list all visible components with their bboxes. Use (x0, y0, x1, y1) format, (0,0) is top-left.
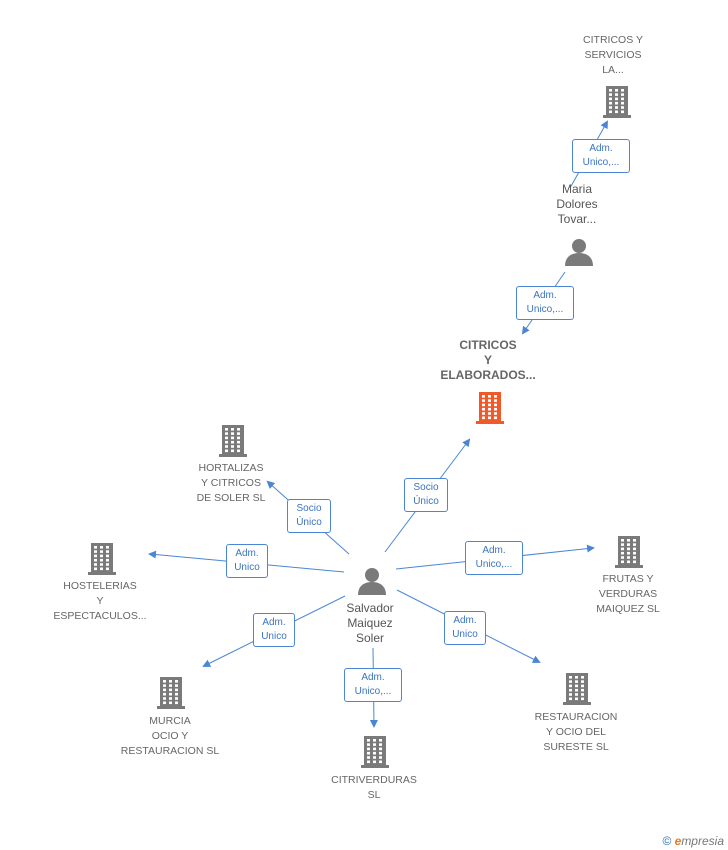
building-icon[interactable] (217, 423, 249, 462)
footer-brand: © empresia (662, 834, 724, 848)
person-icon[interactable] (564, 237, 594, 272)
company-label-frutas[interactable]: FRUTAS Y VERDURAS MAIQUEZ SL (596, 573, 660, 615)
edge-label-salvador-citriverduras[interactable]: Adm. Unico,... (344, 668, 402, 702)
edge-label-salvador-restauracion[interactable]: Adm. Unico (444, 611, 486, 645)
building-highlight-icon[interactable] (474, 390, 506, 429)
building-icon[interactable] (601, 84, 633, 123)
edge-label-salvador-murcia[interactable]: Adm. Unico (253, 613, 295, 647)
company-label-murcia[interactable]: MURCIA OCIO Y RESTAURACION SL (120, 715, 220, 757)
person-icon[interactable] (357, 566, 387, 601)
building-icon[interactable] (613, 534, 645, 573)
company-label-hostelerias[interactable]: HOSTELERIAS Y ESPECTACULOS... (53, 580, 147, 622)
building-icon[interactable] (561, 671, 593, 710)
copyright-icon: © (662, 834, 672, 848)
edge-label-salvador-hostelerias[interactable]: Adm. Unico (226, 544, 268, 578)
edge-label-salvador-frutas[interactable]: Adm. Unico,... (465, 541, 523, 575)
person-label-salvador[interactable]: Salvador Maiquez Soler (346, 601, 394, 645)
edge-label-maria-elaborados[interactable]: Adm. Unico,... (516, 286, 574, 320)
company-label-citriverduras[interactable]: CITRIVERDURAS SL (331, 774, 417, 801)
edge-label-salvador-hortalizas[interactable]: Socio Único (287, 499, 331, 533)
company-label-restauracion[interactable]: RESTAURACION Y OCIO DEL SURESTE SL (534, 711, 618, 753)
company-label-hortalizas[interactable]: HORTALIZAS Y CITRICOS DE SOLER SL (196, 462, 266, 504)
company-label-citricos-elaborados[interactable]: CITRICOS Y ELABORADOS... (440, 338, 536, 382)
edge-label-maria-servicios[interactable]: Adm. Unico,... (572, 139, 630, 173)
brand-logo-text: mpresia (681, 834, 724, 848)
building-icon[interactable] (359, 734, 391, 773)
edge-label-salvador-elaborados[interactable]: Socio Único (404, 478, 448, 512)
brand-logo-initial: e (674, 834, 682, 848)
building-icon[interactable] (86, 541, 118, 580)
company-label-citricos-servicios[interactable]: CITRICOS Y SERVICIOS LA... (583, 34, 643, 76)
person-label-maria[interactable]: Maria Dolores Tovar... (556, 182, 598, 226)
building-icon[interactable] (155, 675, 187, 714)
